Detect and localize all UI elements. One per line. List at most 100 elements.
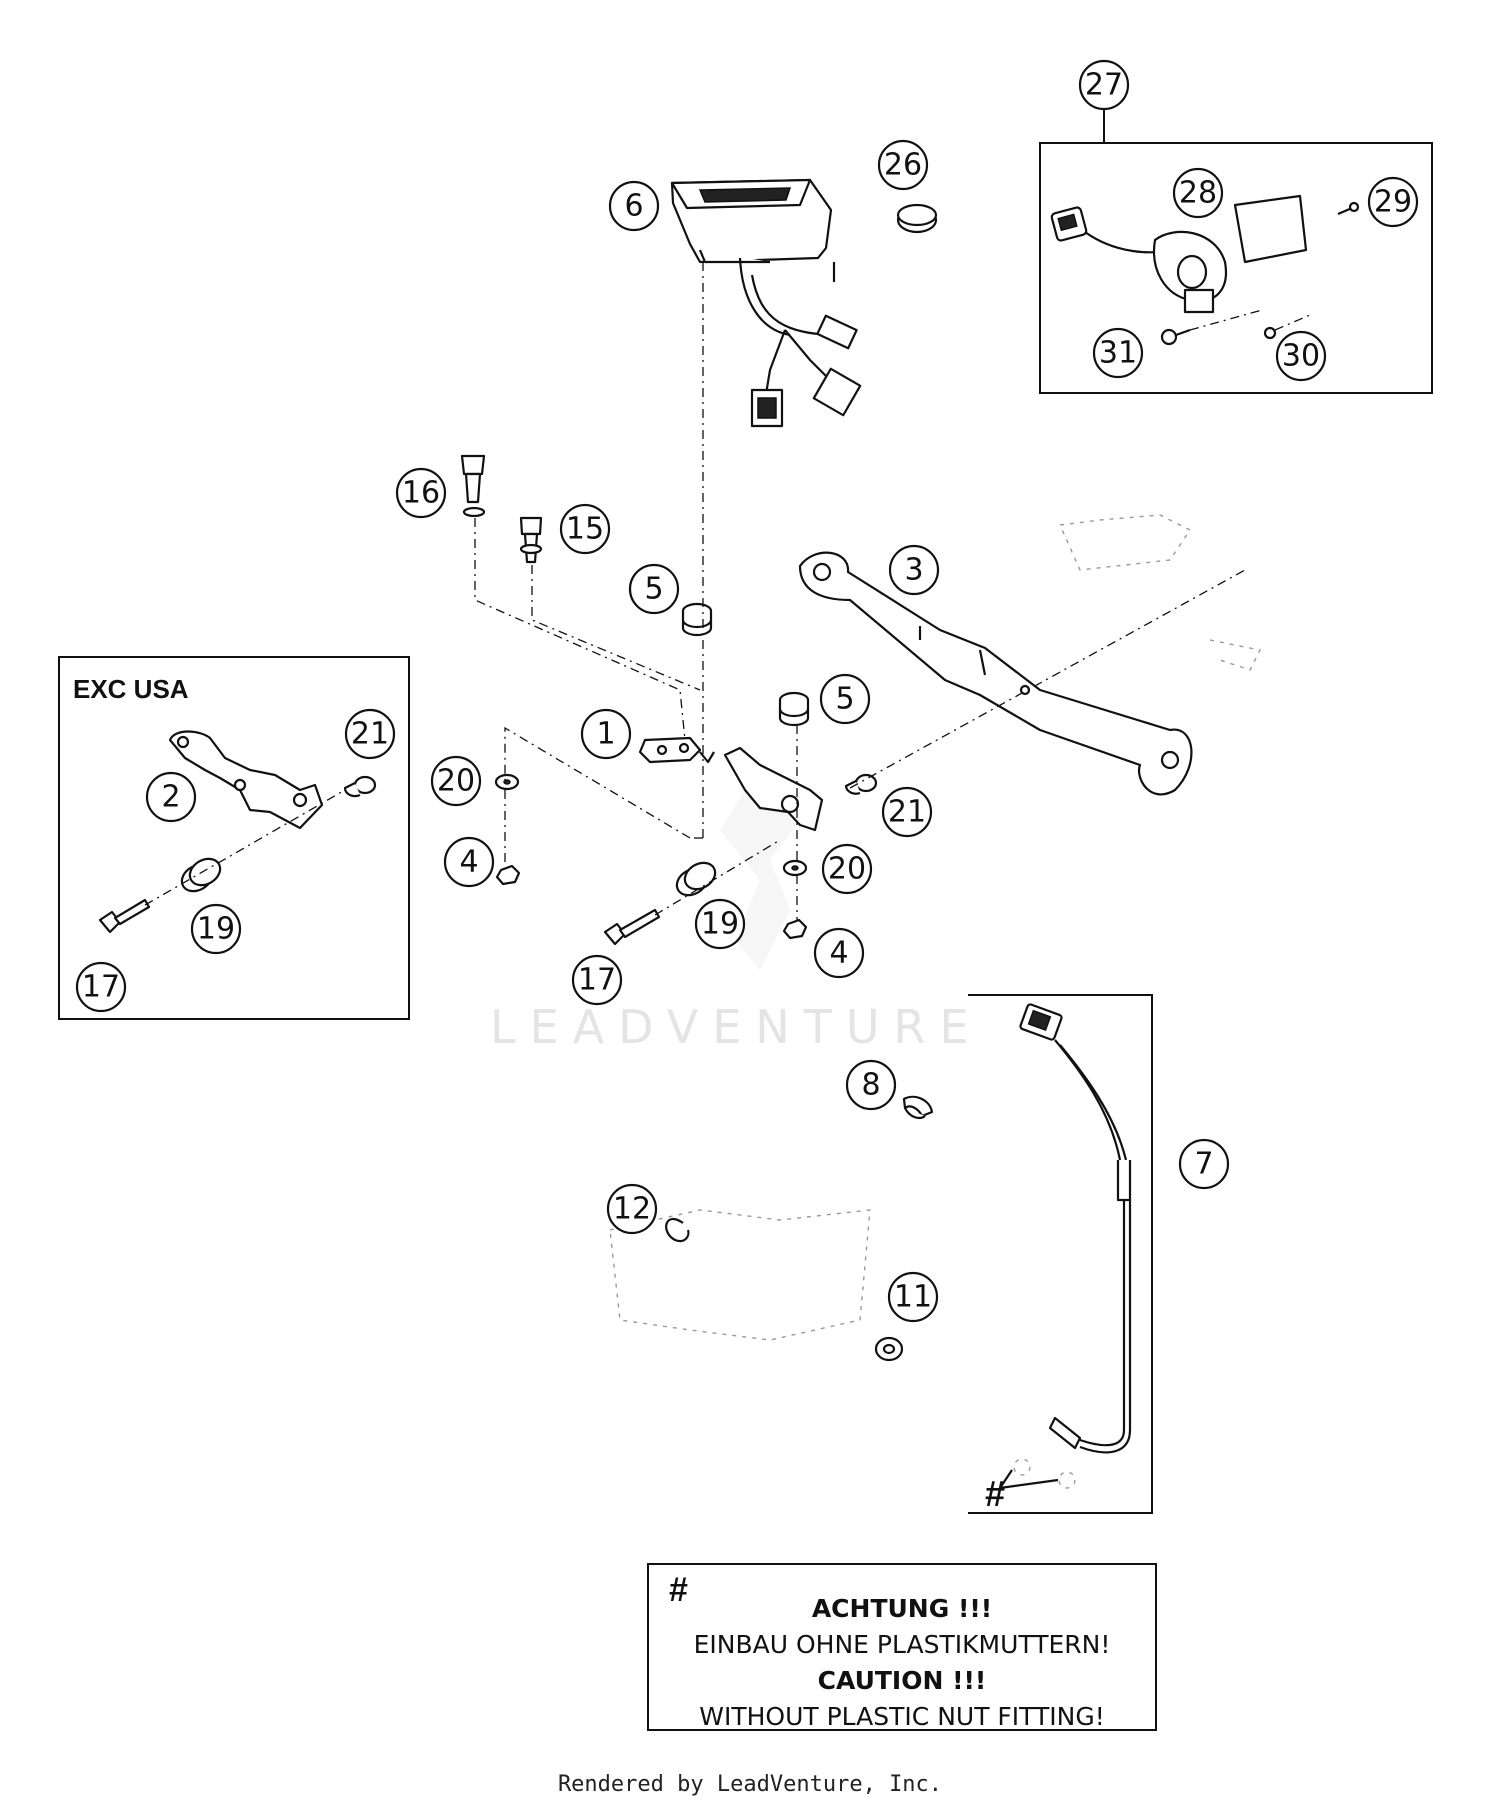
callout-30: 30 (1275, 330, 1327, 382)
svg-text:21: 21 (888, 795, 926, 830)
callout-20-left: 20 (430, 755, 482, 807)
hash-leader (999, 1478, 1059, 1490)
callout-16: 16 (395, 467, 447, 519)
part-31-screw (1160, 328, 1191, 346)
svg-text:16: 16 (402, 476, 440, 511)
callout-5-lower: 5 (819, 673, 871, 725)
svg-text:2: 2 (161, 780, 180, 815)
svg-text:8: 8 (861, 1068, 880, 1103)
svg-text:28: 28 (1179, 176, 1217, 211)
part-6-speedometer (670, 178, 862, 428)
part-28-switch-assembly (1050, 194, 1308, 314)
svg-text:11: 11 (894, 1280, 932, 1315)
part-21-spacer-exc (343, 775, 377, 798)
kit-27-box (1039, 142, 1433, 394)
watermark-text: LEADVENTURE (490, 1000, 983, 1054)
callout-21-center: 21 (881, 786, 933, 838)
callout-28: 28 (1172, 167, 1224, 219)
callout-4-left: 4 (443, 836, 495, 888)
part-5-bushing-upper (681, 602, 713, 637)
faint-part-outline (609, 1209, 871, 1341)
callout-17-center: 17 (571, 954, 623, 1006)
callout-7: 7 (1178, 1138, 1230, 1190)
caution-title-en: CAUTION !!! (817, 1666, 987, 1695)
part-16-pin (460, 454, 486, 518)
hash-marker: # (985, 1473, 1005, 1514)
callout-27: 27 (1078, 59, 1130, 111)
caution-note: # ACHTUNG !!! EINBAU OHNE PLASTIKMUTTERN… (647, 1563, 1157, 1731)
part-21-spacer-center (844, 773, 878, 795)
callout-8: 8 (845, 1059, 897, 1111)
part-2-bracket-center (723, 746, 824, 832)
callout-26: 26 (877, 139, 929, 191)
part-1-holder (638, 736, 715, 764)
callout-12: 12 (606, 1183, 658, 1235)
svg-text:3: 3 (904, 553, 923, 588)
callout-1: 1 (580, 708, 632, 760)
part-7-speed-sensor (1013, 1003, 1132, 1489)
callout-21-exc: 21 (344, 708, 396, 760)
caution-hash-marker: # (669, 1571, 688, 1609)
part-2-bracket-exc (168, 730, 324, 830)
caution-title-de: ACHTUNG !!! (811, 1594, 993, 1623)
part-19-rubber-exc (180, 857, 222, 893)
callout-17-exc: 17 (75, 961, 127, 1013)
svg-text:27: 27 (1085, 68, 1123, 103)
part-8-clip (902, 1095, 934, 1119)
watermark-logo (720, 790, 800, 970)
callout-11: 11 (887, 1271, 939, 1323)
svg-text:5: 5 (835, 682, 854, 717)
part-30-nut (1263, 326, 1277, 340)
caution-text-en: WITHOUT PLASTIC NUT FITTING! (699, 1702, 1105, 1731)
svg-text:6: 6 (624, 189, 643, 224)
callout-15: 15 (559, 503, 611, 555)
callout-5-upper: 5 (628, 563, 680, 615)
svg-text:12: 12 (613, 1192, 651, 1227)
svg-text:21: 21 (351, 717, 389, 752)
exc-usa-label: EXC USA (73, 674, 189, 704)
part-17-bolt-exc (98, 898, 151, 934)
part-17-bolt-center (603, 908, 661, 946)
svg-text:19: 19 (197, 912, 235, 947)
svg-text:29: 29 (1374, 185, 1412, 220)
callout-2: 2 (145, 771, 197, 823)
part-3-bracket (798, 551, 1193, 796)
callout-29: 29 (1367, 176, 1419, 228)
part-20-washer-left (494, 773, 520, 791)
callout-31: 31 (1092, 327, 1144, 379)
callout-6: 6 (608, 180, 660, 232)
part-19-rubber-center (675, 861, 717, 897)
svg-text:26: 26 (884, 148, 922, 183)
part-15-pin (519, 516, 543, 564)
callout-3: 3 (888, 544, 940, 596)
svg-text:30: 30 (1282, 339, 1320, 374)
svg-text:4: 4 (459, 845, 478, 880)
svg-text:20: 20 (828, 852, 866, 887)
caution-text-de: EINBAU OHNE PLASTIKMUTTERN! (693, 1630, 1111, 1659)
svg-text:5: 5 (644, 572, 663, 607)
svg-text:17: 17 (578, 963, 616, 998)
part-12-clamp (665, 1217, 690, 1243)
svg-text:7: 7 (1194, 1147, 1213, 1182)
part-4-nut-left (495, 864, 521, 886)
callout-19-exc: 19 (190, 903, 242, 955)
part-26-cap (896, 203, 938, 234)
part-29-screw (1337, 201, 1360, 216)
faint-part-outline (1058, 514, 1192, 571)
faint-part-outline (1209, 639, 1262, 671)
svg-text:4: 4 (829, 936, 848, 971)
part-20-washer-right (782, 859, 808, 877)
assembly-lines (144, 262, 1311, 920)
part-11-grommet (874, 1336, 904, 1362)
svg-text:20: 20 (437, 764, 475, 799)
part-5-bushing-lower (778, 691, 810, 727)
svg-text:15: 15 (566, 512, 604, 547)
part-4-nut-right (782, 918, 808, 940)
svg-text:31: 31 (1099, 336, 1137, 371)
callout-4-right: 4 (813, 927, 865, 979)
footer-credit: Rendered by LeadVenture, Inc. (557, 1772, 943, 1797)
callout-19-center: 19 (694, 898, 746, 950)
hash-leader (999, 1469, 1013, 1489)
svg-text:17: 17 (82, 970, 120, 1005)
